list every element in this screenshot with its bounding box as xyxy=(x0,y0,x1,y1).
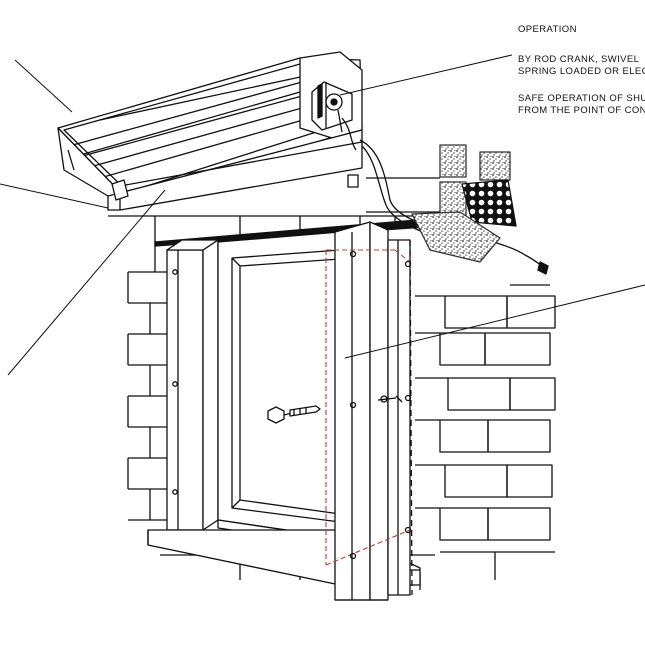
operation-note-safe-line-2: FROM THE POINT OF CONTROL xyxy=(518,105,645,116)
wall-plug-and-screw xyxy=(267,395,403,424)
operation-note-safe-line-1: SAFE OPERATION OF SHUTTER xyxy=(518,93,645,104)
window-frame xyxy=(217,231,341,547)
operation-note-crank-line-2: SPRING LOADED OR ELECTRIC xyxy=(518,66,645,77)
right-guide-rail xyxy=(334,221,413,601)
wall-section-cutout xyxy=(366,144,517,263)
operation-heading: OPERATION xyxy=(518,24,577,35)
shutter-box xyxy=(57,51,363,211)
brick-wall xyxy=(127,241,556,590)
leader-lines xyxy=(0,54,645,376)
drive-mechanism xyxy=(317,83,357,151)
left-guide-rail xyxy=(166,239,219,531)
fixing-holes xyxy=(349,250,412,560)
dashed-guide-outline xyxy=(325,249,411,566)
operation-note-crank-line-1: BY ROD CRANK, SWIVEL xyxy=(518,54,640,65)
